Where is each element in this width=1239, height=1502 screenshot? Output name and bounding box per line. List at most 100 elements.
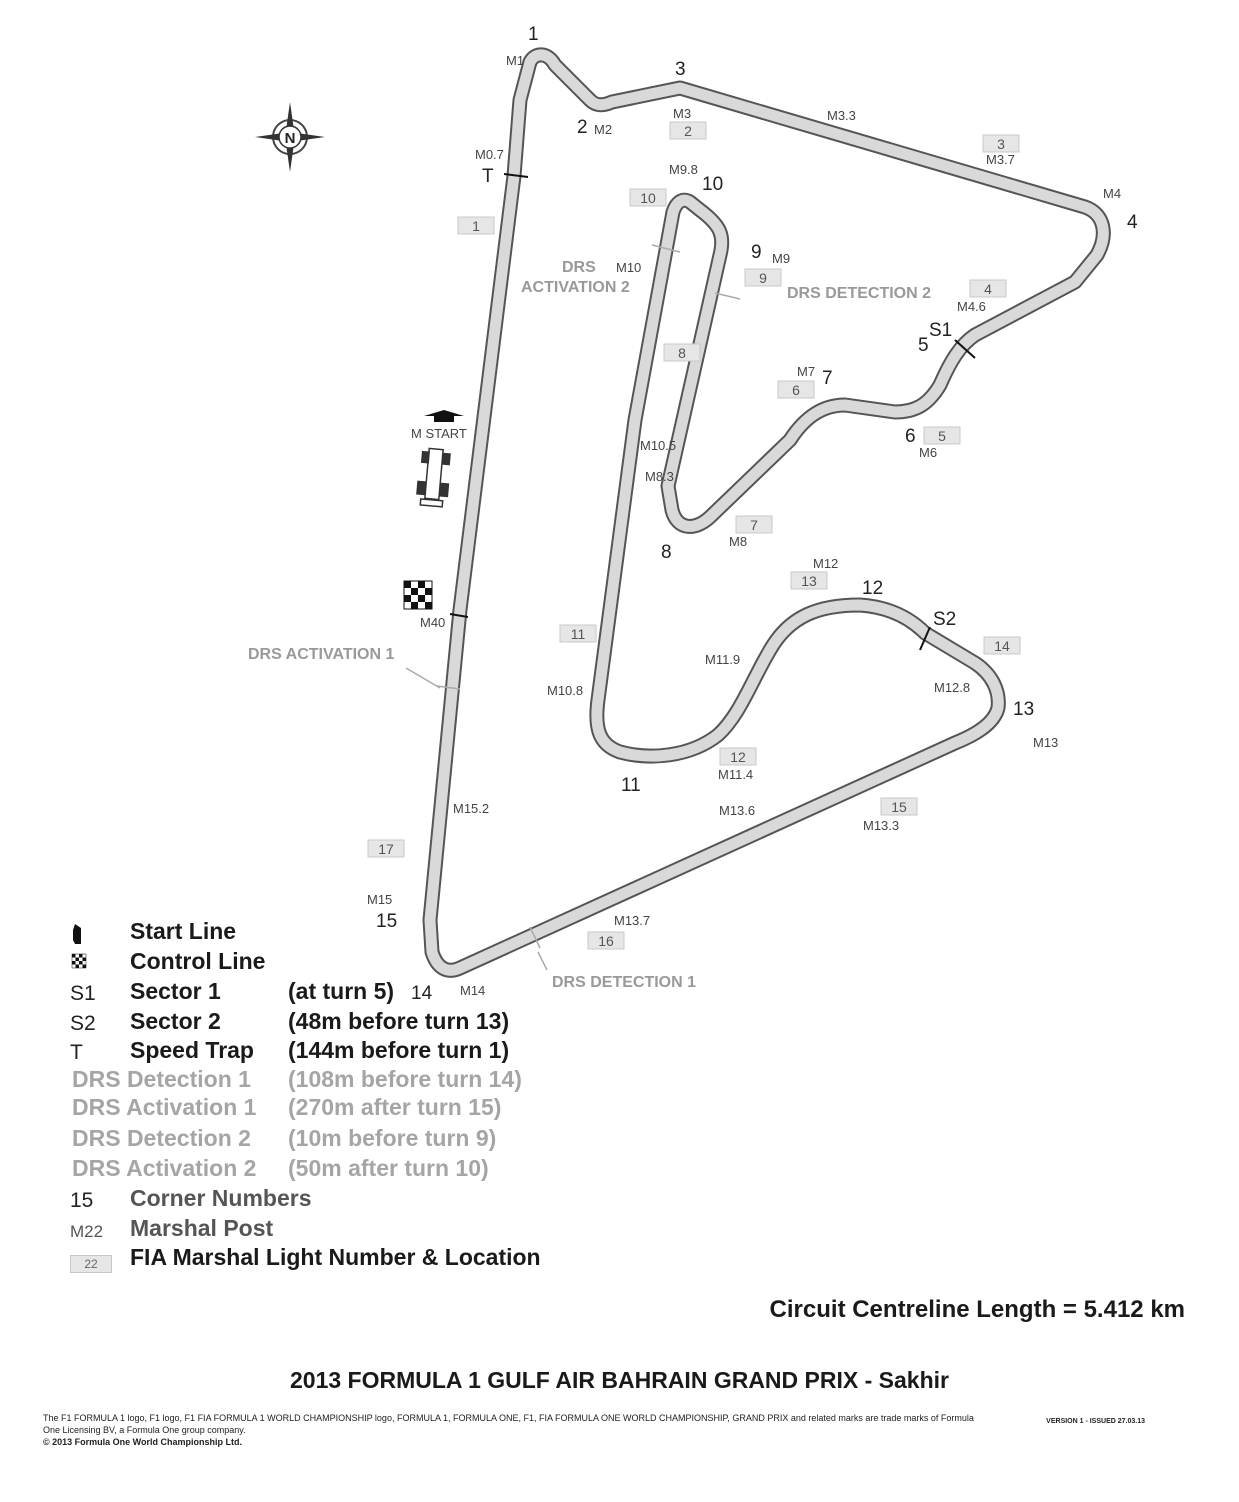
car-icon <box>416 447 451 508</box>
marshal-post: M11.9 <box>705 652 740 667</box>
circuit-length: Circuit Centreline Length = 5.412 km <box>769 1296 1185 1323</box>
drs-activation1-marker <box>436 685 461 690</box>
corner-number: 15 <box>376 911 397 932</box>
marshal-post: M7 <box>797 364 815 379</box>
sector1-label: S1 <box>929 320 952 341</box>
legend-sector2: S2 Sector 2 (48m before turn 13) <box>70 1008 510 1035</box>
svg-text:3: 3 <box>997 136 1005 152</box>
legend-speed-trap: T Speed Trap (144m before turn 1) <box>70 1037 510 1064</box>
marshal-light: 9 <box>744 268 782 287</box>
corner-number: 5 <box>918 335 929 356</box>
marshal-post: M3 <box>673 106 691 121</box>
marshal-post: M15 <box>367 892 392 907</box>
svg-text:10: 10 <box>640 190 656 206</box>
drs-detection2-marker <box>714 292 741 300</box>
legend-drs-activation2: DRS Activation 2 (50m after turn 10) <box>72 1155 489 1181</box>
svg-text:14: 14 <box>994 638 1010 654</box>
corner-number: 11 <box>621 775 641 796</box>
marshal-light-sample: 22 <box>70 1255 112 1273</box>
marshal-light: 15 <box>880 797 918 816</box>
drs-detection1-leader <box>537 951 548 971</box>
drs-activation1-leader <box>405 667 441 689</box>
control-line-marker <box>449 613 469 618</box>
corner-number: 6 <box>905 426 916 447</box>
marshal-light: 4 <box>969 279 1007 298</box>
svg-text:17: 17 <box>378 841 394 857</box>
start-line-icon <box>424 410 464 422</box>
marshal-light: 13 <box>790 571 828 590</box>
legend-corner-numbers: 15 Corner Numbers <box>70 1185 312 1212</box>
marshal-light: 16 <box>587 931 625 950</box>
checkered-flag-icon <box>403 580 433 610</box>
marshal-light: 6 <box>777 380 815 399</box>
corner-number: 1 <box>528 24 539 45</box>
sector2-label: S2 <box>933 609 956 630</box>
marshal-post: M13 <box>1033 735 1058 750</box>
svg-text:9: 9 <box>759 270 767 286</box>
legend-drs-detection2: DRS Detection 2 (10m before turn 9) <box>72 1125 497 1151</box>
marshal-post: M10 <box>616 260 641 275</box>
version-label: VERSION 1 - ISSUED 27.03.13 <box>1046 1418 1145 1425</box>
svg-text:13: 13 <box>801 573 817 589</box>
speed-trap-label: T <box>482 166 494 187</box>
corner-number: 4 <box>1127 212 1138 233</box>
marshal-light: 14 <box>983 636 1021 655</box>
svg-text:6: 6 <box>792 382 800 398</box>
speed-trap-marker <box>503 173 529 178</box>
marshal-post: M14 <box>460 983 485 998</box>
marshal-post: M13.7 <box>614 913 650 928</box>
svg-text:12: 12 <box>730 749 746 765</box>
svg-text:2: 2 <box>684 123 692 139</box>
drs-activation2-label: ACTIVATION 2 <box>521 279 630 296</box>
legend-control-line: Control Line <box>70 948 590 978</box>
legal-text: The F1 FORMULA 1 logo, F1 logo, F1 FIA F… <box>43 1413 974 1435</box>
svg-text:15: 15 <box>891 799 907 815</box>
marshal-post: M4.6 <box>957 299 986 314</box>
drs-detection2-label: DRS DETECTION 2 <box>787 285 931 302</box>
copyright: © 2013 Formula One World Championship Lt… <box>43 1437 242 1447</box>
corner-number: 8 <box>661 542 672 563</box>
checkered-flag-icon <box>70 952 128 976</box>
marshal-light: 5 <box>923 426 961 445</box>
marshal-light: 1 <box>457 216 495 235</box>
sector2-marker <box>919 626 931 651</box>
north-compass-icon: N <box>255 102 325 172</box>
corner-number: 13 <box>1013 699 1034 720</box>
legend-drs-detection1: DRS Detection 1 (108m before turn 14) <box>72 1066 522 1092</box>
drs-activation2-marker <box>651 244 681 253</box>
corner-number: 7 <box>822 368 833 389</box>
marshal-light: 11 <box>559 624 597 643</box>
legend-marshal-light: 22 FIA Marshal Light Number & Location <box>70 1244 590 1274</box>
marshal-post: M15.2 <box>453 801 489 816</box>
legend-drs-activation1: DRS Activation 1 (270m after turn 15) <box>72 1094 502 1120</box>
marshal-post: M2 <box>594 122 612 137</box>
marshal-post: M12 <box>813 556 838 571</box>
svg-text:1: 1 <box>472 218 480 234</box>
svg-text:11: 11 <box>571 626 586 642</box>
marshal-light: 3 <box>982 134 1020 153</box>
race-track <box>422 47 1111 978</box>
marshal-post: M1 <box>506 53 524 68</box>
marshal-light: 17 <box>367 839 405 858</box>
corner-number: 10 <box>702 174 723 195</box>
marshal-post: M10.8 <box>547 683 583 698</box>
svg-text:16: 16 <box>598 933 614 949</box>
drs-detection1-label: DRS DETECTION 1 <box>552 974 696 991</box>
marshal-post: M8.3 <box>645 469 674 484</box>
corner-number: 3 <box>675 59 686 80</box>
start-line-icon <box>70 922 128 952</box>
drs-activation1-label: DRS ACTIVATION 1 <box>248 646 394 663</box>
legend-start-line: Start Line <box>70 918 590 948</box>
marshal-light: 2 <box>669 121 707 140</box>
legal-notice: The F1 FORMULA 1 logo, F1 logo, F1 FIA F… <box>43 1412 983 1448</box>
svg-text:5: 5 <box>938 428 946 444</box>
marshal-post: M8 <box>729 534 747 549</box>
drs-detection1-marker <box>529 926 541 949</box>
marshal-light: 7 <box>735 515 773 534</box>
marshal-post: M0.7 <box>475 147 504 162</box>
svg-text:4: 4 <box>984 281 992 297</box>
legend-sector1: S1 Sector 1 (at turn 5) <box>70 978 395 1005</box>
svg-text:7: 7 <box>750 517 758 533</box>
marshal-post: M3.7 <box>986 152 1015 167</box>
